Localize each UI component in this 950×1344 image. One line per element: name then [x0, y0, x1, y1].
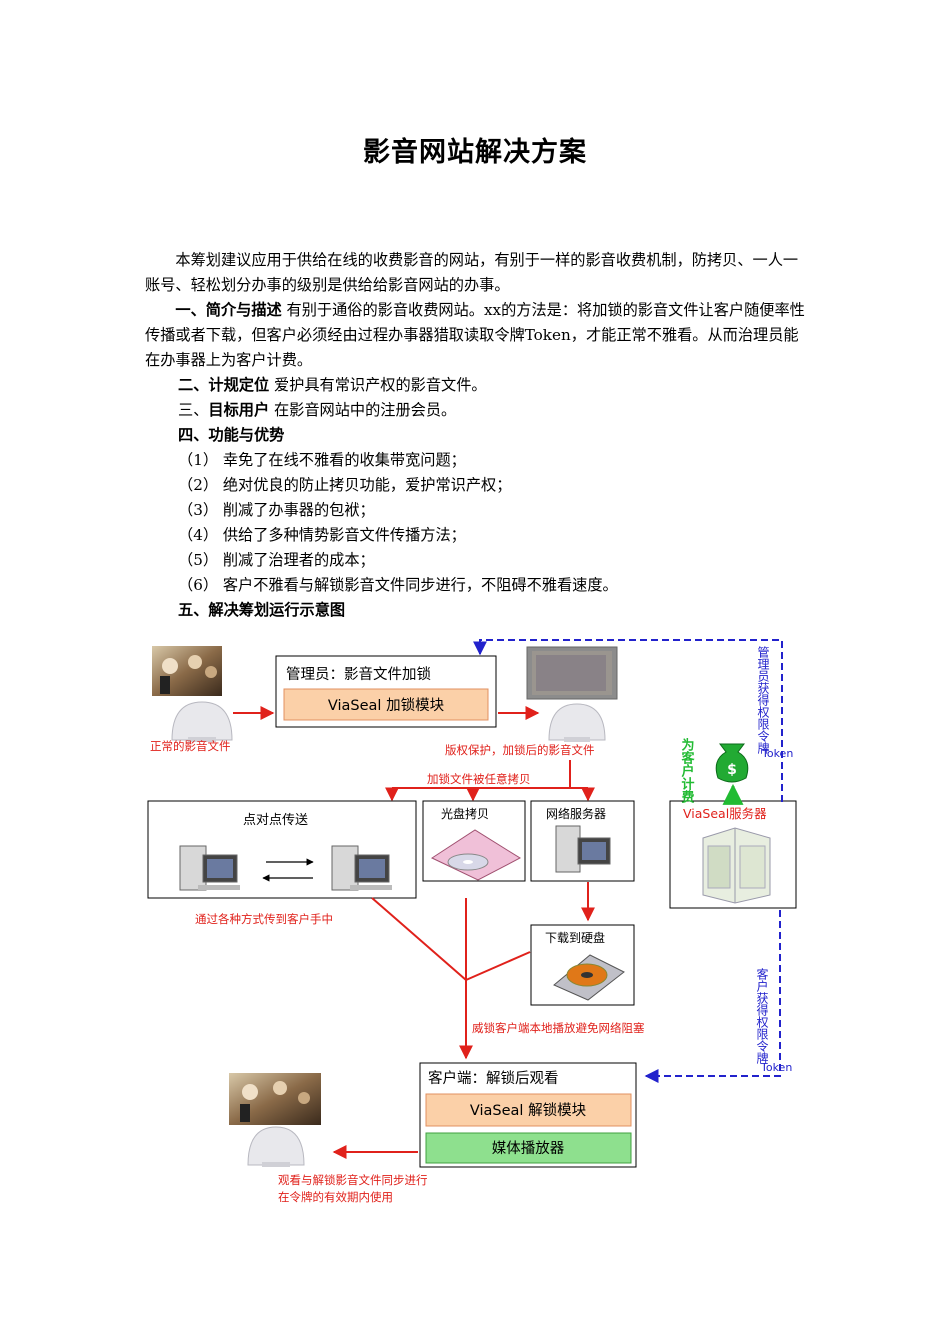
- copy-note: 加锁文件被任意拷贝: [427, 772, 531, 786]
- protected-file-label: 版权保护，加锁后的影音文件: [445, 743, 595, 757]
- sync-note-2: 在令牌的有效期内使用: [278, 1190, 393, 1204]
- media-player: [425, 1132, 632, 1164]
- normal-file-label: 正常的影音文件: [150, 739, 231, 753]
- intro-paragraph: 本筹划建议应用于供给在线的收费影音的网站，有别于一样的影音收费机制，防拷贝、一人…: [145, 251, 799, 294]
- section-2-text: 爱护具有常识产权的影音文件。: [269, 376, 487, 394]
- monitor-normal-icon: [152, 646, 233, 742]
- section-2-heading: 二、计规定位: [178, 376, 270, 394]
- media-player-label: 媒体播放器: [492, 1140, 565, 1157]
- feature-item-6: （6） 客户不雅看与解锁影音文件同步进行，不阻碍不雅看速度。: [178, 576, 618, 594]
- monitor-playback-icon: [229, 1073, 321, 1167]
- network-server-title: 网络服务器: [546, 806, 606, 821]
- computer-left-icon: [179, 845, 240, 891]
- sync-note-1: 观看与解锁影音文件同步进行: [278, 1173, 428, 1187]
- via-channels-label: 通过各种方式传到客户手中: [195, 912, 333, 926]
- section-3-text: 在影音网站中的注册会员。: [269, 401, 457, 419]
- money-bag-icon: $: [715, 743, 749, 783]
- solution-diagram: 管理员：影音文件加锁 ViaSeal 加锁模块 正常的影音文件 版权保护，加锁后…: [147, 639, 797, 1204]
- feature-item-3: （3） 削减了办事器的包袱；: [178, 501, 375, 519]
- lock-module: [283, 688, 489, 721]
- p2p-title: 点对点传送: [243, 813, 308, 828]
- admin-token-label: 管理员获得权限令牌: [756, 645, 770, 754]
- monitor-encrypted-icon: [526, 646, 618, 742]
- section-1-paragraph: 一、简介与描述 有别于通俗的影音收费网站。xx的方法是：将加锁的影音文件让客户随…: [145, 298, 810, 373]
- section-4-heading: 四、功能与优势: [178, 426, 285, 444]
- cd-copy-title: 光盘拷贝: [441, 806, 489, 821]
- section-3: 三、目标用户 在影音网站中的注册会员。: [178, 398, 456, 423]
- section-1-text: 有别于通俗的影音收费网站。xx的方法是：将加锁的影音文件让客户随便率性传播或者下…: [145, 301, 805, 369]
- client-token-word: Token: [760, 1061, 792, 1074]
- admin-title: 管理员：影音文件加锁: [286, 666, 431, 683]
- svg-text:$: $: [727, 762, 737, 778]
- admin-token-word: Token: [761, 747, 793, 760]
- network-computer-icon: [555, 825, 611, 873]
- feature-item-2: （2） 绝对优良的防止拷贝功能，爱护常识产权；: [178, 476, 512, 494]
- computer-right-icon: [331, 845, 392, 891]
- section-2: 二、计规定位 爱护具有常识产权的影音文件。: [178, 373, 487, 398]
- unlock-module: [425, 1093, 632, 1127]
- client-token-path: [644, 910, 781, 1083]
- hard-disk-icon: [553, 954, 625, 1001]
- page-title: 影音网站解决方案: [363, 137, 587, 168]
- client-token-label: 客户获得权限令牌: [755, 967, 769, 1064]
- server-tower-icon: [702, 827, 771, 904]
- viaseal-server-title: ViaSeal服务器: [683, 806, 767, 821]
- section-5-heading: 五、解决筹划运行示意图: [178, 601, 346, 619]
- unlock-module-label: ViaSeal 解锁模块: [470, 1102, 587, 1119]
- feature-item-5: （5） 削减了治理者的成本；: [178, 551, 375, 569]
- section-3-heading: 目标用户: [208, 401, 270, 419]
- download-title: 下载到硬盘: [545, 930, 605, 945]
- feature-item-4: （4） 供给了多种情势影音文件传播方法；: [178, 526, 466, 544]
- lock-module-label: ViaSeal 加锁模块: [328, 697, 445, 714]
- fee-label-vertical: 为客户计费: [679, 737, 695, 804]
- local-play-label: 威锁客户端本地播放避免网络阻塞: [472, 1021, 645, 1035]
- cd-drive-icon: [430, 829, 522, 881]
- section-3-prefix: 三、: [178, 401, 209, 419]
- feature-item-1: （1） 幸免了在线不雅看的收集带宽问题；: [178, 451, 466, 469]
- admin-token-path: [473, 639, 783, 802]
- client-title: 客户端：解锁后观看: [428, 1070, 559, 1087]
- section-1-heading: 一、简介与描述: [175, 301, 282, 319]
